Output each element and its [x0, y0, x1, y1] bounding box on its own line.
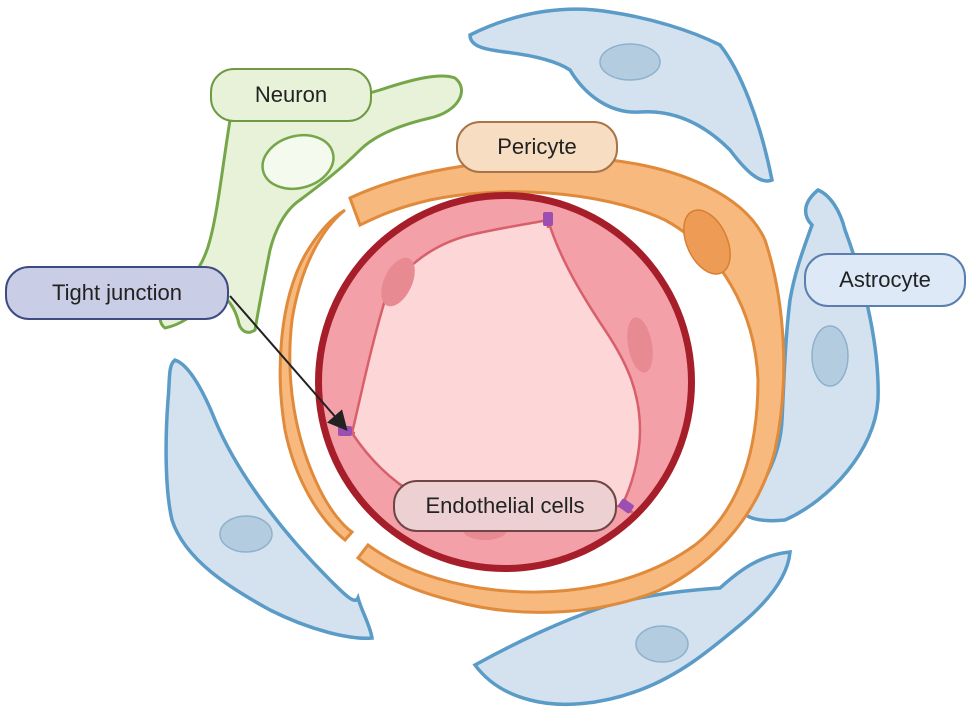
astrocyte-bottom — [472, 550, 792, 707]
blood-vessel — [315, 192, 695, 572]
astrocyte-label: Astrocyte — [804, 253, 966, 307]
pericyte-label: Pericyte — [456, 121, 618, 173]
tight-junction-mark — [543, 212, 553, 226]
astrocyte-top — [468, 7, 774, 183]
tight-junction-arrow — [229, 295, 348, 432]
neuron-label: Neuron — [210, 68, 372, 122]
pericyte-cell — [278, 157, 786, 614]
tight-junction-label: Tight junction — [5, 266, 229, 320]
endothelial-cells-label: Endothelial cells — [393, 480, 617, 532]
astrocyte-left — [164, 358, 375, 640]
tight-junction-mark — [618, 498, 634, 514]
